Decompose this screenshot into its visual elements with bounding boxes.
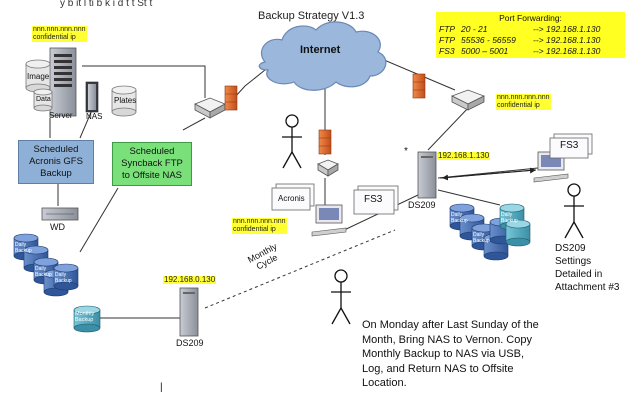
drum-icon xyxy=(505,219,531,247)
daily-backup-label: Daily Backup xyxy=(451,212,468,224)
router-left-icon xyxy=(194,97,226,119)
center-ip-tag: nnn.nnn.nnn.nnn confidential ip xyxy=(232,218,287,234)
switch-center-icon xyxy=(317,159,339,177)
daily-backup-label: Daily Backup xyxy=(473,232,490,244)
bar-mark: | xyxy=(160,382,163,393)
data-db-icon xyxy=(33,88,53,112)
monthly-cycle-line xyxy=(204,229,396,309)
server-label: Server xyxy=(49,111,73,120)
wd-drive-icon xyxy=(41,207,79,221)
center-pc-icon xyxy=(311,204,347,237)
syncback-ftp-box: Scheduled Syncback FTP to Offsite NAS xyxy=(112,142,192,186)
line-nas-acronis xyxy=(79,109,93,139)
ds209-left-label: DS209 xyxy=(176,338,204,348)
server-icon xyxy=(49,47,77,117)
asterisk-mark: * xyxy=(404,146,408,157)
internet-label: Internet xyxy=(300,44,341,56)
diagram-title: Backup Strategy V1.3 xyxy=(258,10,365,22)
internet-cloud xyxy=(258,21,387,91)
drum-icon xyxy=(53,263,79,291)
plates-label: Plates xyxy=(114,96,137,105)
plates-db-icon xyxy=(111,85,137,117)
firewall-right-icon xyxy=(412,73,426,99)
daily-drums-right xyxy=(449,203,531,261)
router-right-icon xyxy=(451,89,485,111)
daily-drums-left xyxy=(13,233,79,297)
port-forwarding-title: Port Forwarding: xyxy=(499,13,562,23)
ds209-left-ip-tag: 192.168.0.130 xyxy=(163,275,217,284)
line-syncback-drums xyxy=(79,187,119,253)
right-router-ip-tag: nnn.nnn.nnn.nnn confidential ip xyxy=(496,94,551,110)
firewall-left-icon xyxy=(224,85,238,111)
firewall-center-icon xyxy=(318,129,332,155)
line-router-ds209 xyxy=(427,105,471,151)
monthly-backup-drum xyxy=(73,305,101,333)
line-router-syncback xyxy=(182,117,206,131)
monthly-backup-label: Monthly Backup xyxy=(75,311,95,323)
person-bottom-icon xyxy=(331,269,351,325)
acronis-window xyxy=(271,183,315,211)
image-label: Image xyxy=(27,72,50,81)
arrow-fs3-ds209 xyxy=(441,169,535,181)
acronis-label: Acronis xyxy=(278,194,305,203)
ds209-right-icon xyxy=(417,151,437,199)
fs3-right-label: FS3 xyxy=(560,140,579,151)
person-center-icon xyxy=(282,114,302,169)
line-ds209-drums xyxy=(437,189,501,206)
ds209-settings-note: DS209 Settings Detailed in Attachment #3 xyxy=(555,243,620,293)
daily-backup-label: Daily Backup xyxy=(55,272,72,284)
ds209-right-label: DS209 xyxy=(408,200,436,210)
monthly-instructions: On Monday after Last Sunday of the Month… xyxy=(362,319,539,389)
line-server-router xyxy=(82,65,206,98)
daily-backup-label: Daily Backup xyxy=(15,242,32,254)
fs3-center-label: FS3 xyxy=(364,194,383,205)
acronis-backup-box: Scheduled Acronis GFS Backup xyxy=(18,140,94,184)
header-fragment: y b it l ti b k i d t t St t xyxy=(60,0,152,9)
fs3-right-window xyxy=(549,133,593,159)
daily-backup-label: Daily Backup xyxy=(35,266,52,278)
nas-label: NAS xyxy=(86,112,103,121)
ds209-left-icon xyxy=(179,287,199,337)
daily-backup-label: Daily Backup xyxy=(501,212,518,224)
image-db-icon xyxy=(25,59,51,93)
nas-icon xyxy=(85,81,99,113)
wd-label: WD xyxy=(50,222,65,232)
server-ip-tag: nnn.nnn.nnn.nnn confidential ip xyxy=(32,26,87,42)
data-label: Data xyxy=(36,96,51,103)
fs3-center-window xyxy=(353,185,399,215)
person-right-icon xyxy=(564,183,584,239)
ds209-right-ip-tag: 192.168.1.130 xyxy=(437,151,491,160)
